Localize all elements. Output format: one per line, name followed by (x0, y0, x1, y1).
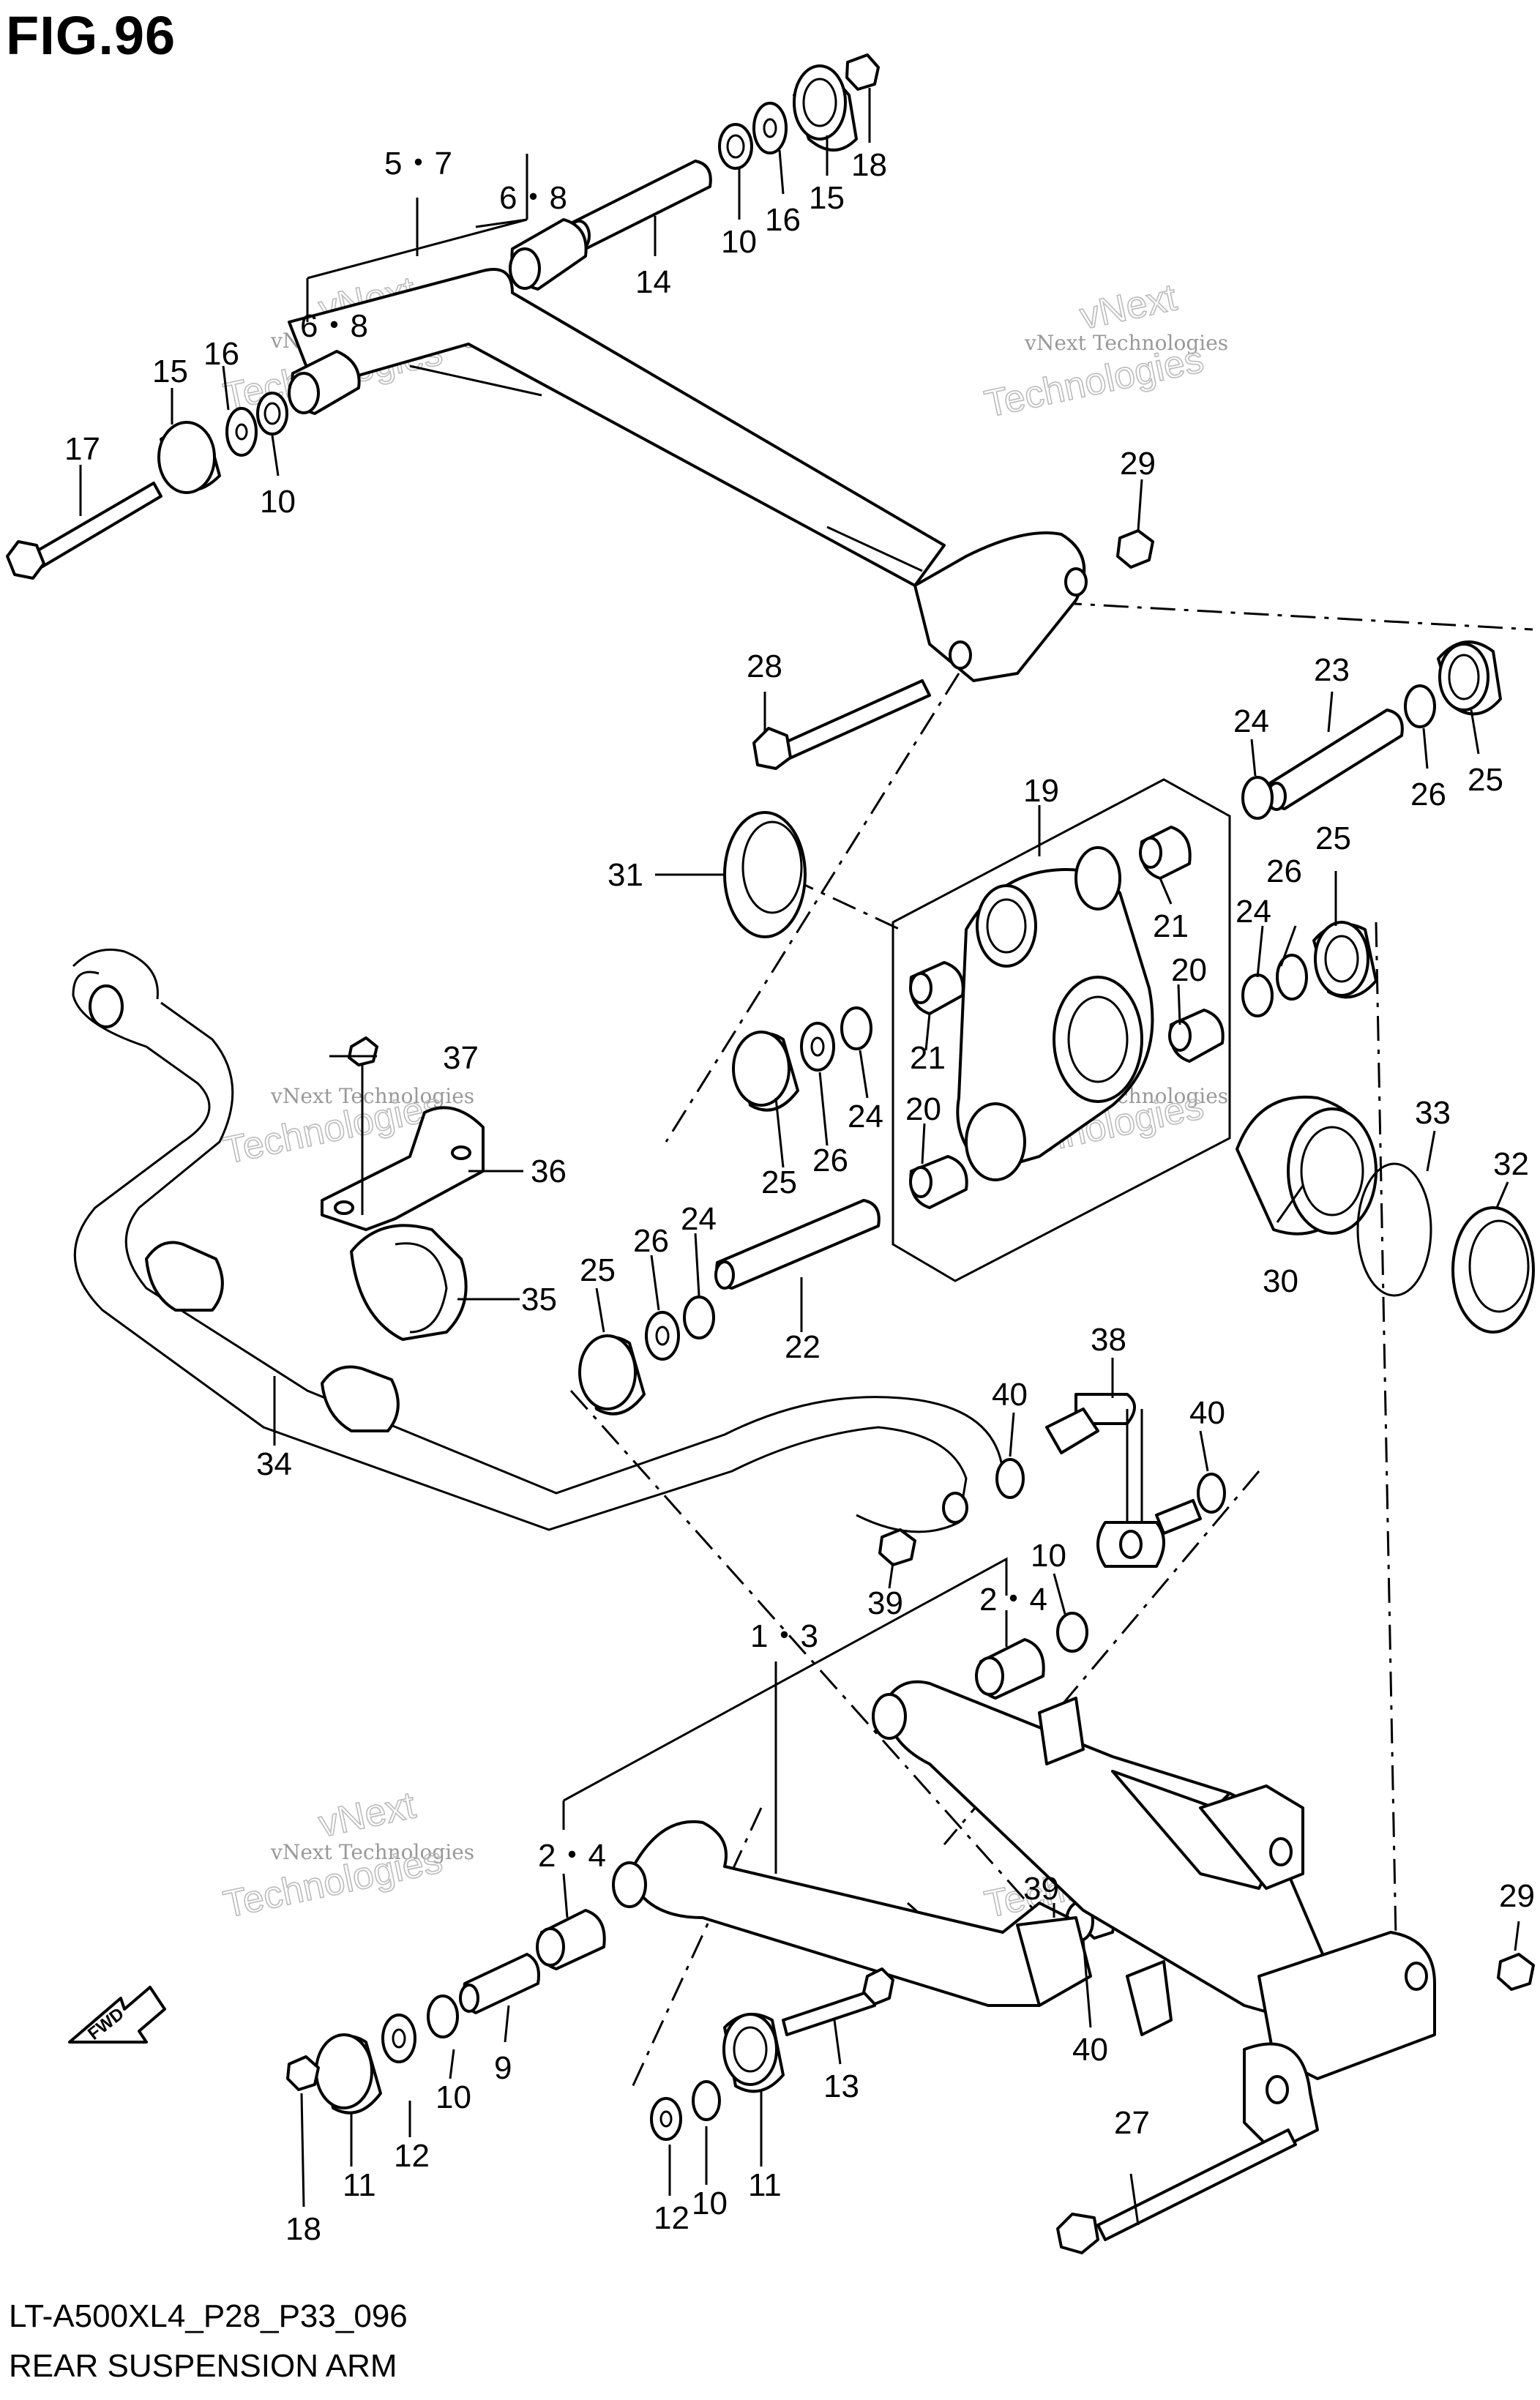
callout-6-8: 6・8 (499, 180, 567, 216)
callout-26: 26 (812, 1143, 848, 1178)
callout-21: 21 (910, 1040, 946, 1076)
callout-24: 24 (848, 1099, 883, 1134)
callout-20: 20 (905, 1091, 941, 1127)
collar-14 (567, 160, 712, 252)
callout-34: 34 (256, 1446, 292, 1482)
figure-title: FIG.96 (6, 5, 176, 66)
callout-40: 40 (992, 1377, 1028, 1413)
callout-11: 11 (748, 2167, 782, 2203)
knuckle-19 (892, 778, 1231, 1282)
link-38-group (878, 1393, 1226, 1942)
watermark-text: vNext Technologies (1024, 331, 1228, 355)
callout-12: 12 (394, 2138, 430, 2174)
callout-10: 10 (260, 484, 296, 520)
callout-22: 22 (785, 1329, 821, 1365)
callout-2-4: 2・4 (538, 1838, 606, 1874)
right-upper-hardware (1241, 640, 1502, 1017)
callout-9: 9 (494, 2050, 512, 2086)
callout-5-7: 5・7 (384, 146, 452, 182)
bushing-6-8-left (288, 350, 361, 415)
nut-29-lower (1497, 1953, 1535, 1991)
callout-10: 10 (721, 224, 757, 260)
top-washers (718, 53, 880, 170)
bearing-30-group (1236, 1095, 1535, 1334)
bushings-20-21 (909, 826, 1225, 1209)
bolt-27 (1056, 2128, 1297, 2254)
callout-10: 10 (1031, 1538, 1066, 1574)
stabilizer-bar-34 (72, 949, 1004, 1533)
left-end-hardware (6, 392, 288, 580)
lower-arm-assembly (612, 1680, 1436, 2153)
callout-27: 27 (1114, 2105, 1150, 2141)
callout-18: 18 (285, 2211, 321, 2247)
callout-32: 32 (1493, 1146, 1529, 1182)
callout-35: 35 (521, 1282, 557, 1317)
callout-30: 30 (1263, 1263, 1298, 1299)
callout-26: 26 (1410, 777, 1446, 812)
callout-23: 23 (1314, 652, 1350, 688)
callout-36: 36 (531, 1154, 567, 1189)
seal-31 (723, 811, 807, 938)
callout-31: 31 (608, 857, 643, 893)
fwd-arrow-icon: FWD (68, 1986, 166, 2044)
callout-28: 28 (747, 648, 782, 684)
callout-24: 24 (1236, 894, 1271, 930)
callout-20: 20 (1171, 952, 1207, 988)
watermark-text: vNext (1076, 276, 1181, 337)
callout-38: 38 (1091, 1322, 1126, 1358)
assembly-lines (569, 599, 1533, 2094)
callout-39: 39 (867, 1585, 903, 1621)
callout-18: 18 (851, 147, 887, 183)
callout-24: 24 (1233, 703, 1269, 739)
lower-arm-hardware (286, 1612, 1088, 2141)
callout-13: 13 (823, 2068, 859, 2104)
watermark-text: vNext (315, 1784, 419, 1845)
callout-6-8: 6・8 (300, 308, 368, 344)
callout-12: 12 (654, 2200, 689, 2236)
callout-11: 11 (343, 2167, 376, 2203)
callout-25: 25 (580, 1252, 616, 1288)
callout-24: 24 (681, 1201, 717, 1237)
nut-29-upper (1116, 529, 1154, 569)
left-knuckle-hardware (578, 1006, 881, 1416)
callout-25: 25 (1315, 820, 1351, 856)
callout-21: 21 (1153, 908, 1189, 944)
bushing-6-8-top (509, 218, 588, 291)
callout-10: 10 (692, 2186, 728, 2221)
callout-15: 15 (809, 180, 845, 216)
leader-lines (79, 88, 1520, 2226)
diagram-code: LT-A500XL4_P28_P33_096 (9, 2298, 408, 2334)
callout-19: 19 (1023, 773, 1059, 809)
callout-37: 37 (443, 1040, 479, 1076)
callout-2-4: 2・4 (979, 1582, 1047, 1618)
bolt-28 (752, 679, 931, 770)
callout-26: 26 (1266, 853, 1302, 889)
callout-25: 25 (761, 1165, 797, 1200)
callout-40: 40 (1189, 1395, 1225, 1431)
watermark-text: vNext Technologies (270, 1084, 474, 1108)
upper-arm-assembly (288, 268, 1088, 682)
callout-17: 17 (64, 431, 100, 467)
callout-16: 16 (203, 336, 239, 372)
callout-29: 29 (1120, 446, 1156, 482)
diagram-name: REAR SUSPENSION ARM (9, 2348, 397, 2384)
bushing-bracket-group (321, 1036, 485, 1341)
callout-16: 16 (765, 202, 801, 238)
callout-40: 40 (1072, 2032, 1108, 2068)
watermark-text: vNext Technologies (270, 1840, 474, 1864)
callout-33: 33 (1415, 1095, 1451, 1131)
callout-25: 25 (1468, 762, 1503, 798)
callout-labels: 5・7 6・8 6・8 14 10 16 15 18 15 16 10 17 2… (64, 146, 1535, 2247)
callout-15: 15 (152, 354, 188, 389)
callout-29: 29 (1499, 1878, 1535, 1914)
callout-14: 14 (635, 264, 671, 300)
callout-1-3: 1・3 (750, 1618, 818, 1654)
callout-10: 10 (436, 2079, 471, 2115)
callout-26: 26 (633, 1223, 669, 1259)
callout-39: 39 (1023, 1871, 1059, 1907)
